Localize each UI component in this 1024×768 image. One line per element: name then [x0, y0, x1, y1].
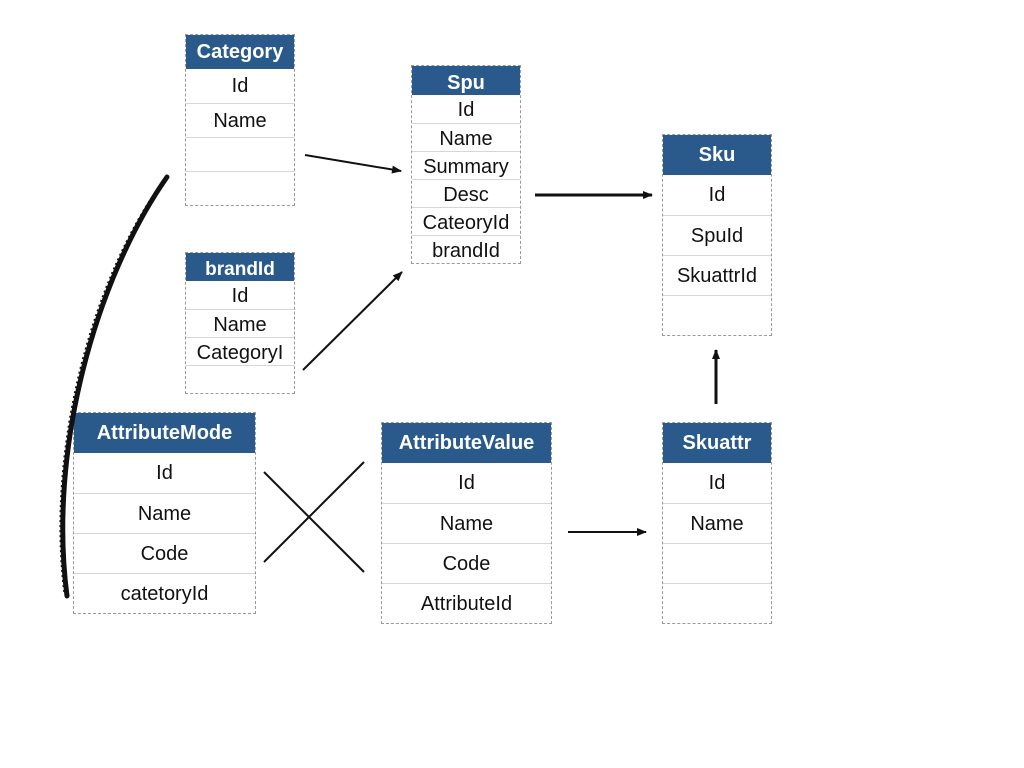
table-sku-field: SkuattrId — [663, 255, 771, 295]
table-attributemode-header: AttributeMode — [74, 413, 255, 453]
table-spu-field: CateoryId — [412, 207, 520, 235]
table-category-field — [186, 171, 294, 205]
table-category-field — [186, 137, 294, 171]
table-skuattr-field: Id — [708, 472, 726, 494]
table-sku-field: SpuId — [663, 215, 771, 255]
table-spu-field: Desc — [412, 179, 520, 207]
table-skuattr-field — [663, 543, 771, 583]
table-brandid-field: Id — [231, 285, 249, 307]
table-brandid-field — [186, 365, 294, 393]
table-spu-field: Name — [412, 123, 520, 151]
table-spu-field: brandId — [412, 235, 520, 263]
table-brandid-field: CategoryI — [186, 337, 294, 365]
table-attributevalue-field: Name — [382, 503, 551, 543]
table-sku: Sku Id SpuId SkuattrId — [662, 134, 772, 336]
table-sku-field — [663, 295, 771, 335]
table-brandid-field: Name — [186, 309, 294, 337]
table-spu-field: Id — [457, 99, 475, 121]
table-category-field: Id — [231, 75, 249, 97]
table-sku-header: Sku — [663, 135, 771, 175]
table-attributevalue-field: Code — [382, 543, 551, 583]
table-attributemode-field: Name — [74, 493, 255, 533]
table-skuattr-header: Skuattr — [663, 423, 771, 463]
table-brandid: brandId Id Name CategoryI — [185, 252, 295, 394]
table-skuattr-field: Name — [663, 503, 771, 543]
cross-line-b — [263, 461, 365, 563]
table-category: Category Id Name — [185, 34, 295, 206]
curve-attributemode-to-category — [60, 174, 170, 599]
table-attributemode: AttributeMode Id Name Code catetoryId — [73, 412, 256, 614]
table-attributemode-field: Id — [156, 462, 173, 484]
table-attributevalue-header: AttributeValue — [382, 423, 551, 463]
table-spu-header: Spu — [412, 66, 520, 95]
table-attributevalue: AttributeValue Id Name Code AttributeId — [381, 422, 552, 624]
table-category-field: Name — [186, 103, 294, 137]
arrow-category-to-spu — [304, 154, 402, 174]
table-skuattr: Skuattr Id Name — [662, 422, 772, 624]
table-skuattr-field — [663, 583, 771, 623]
table-brandid-header: brandId — [186, 253, 294, 281]
table-attributemode-field: catetoryId — [74, 573, 255, 613]
arrow-brandid-to-spu — [302, 271, 403, 371]
table-attributevalue-field: Id — [458, 472, 475, 494]
table-attributemode-field: Code — [74, 533, 255, 573]
table-spu-field: Summary — [412, 151, 520, 179]
table-category-header: Category — [186, 35, 294, 69]
cross-line-a — [263, 471, 365, 573]
table-sku-field: Id — [708, 184, 726, 206]
curve-attributemode-to-category-texture — [59, 180, 164, 593]
table-spu: Spu Id Name Summary Desc CateoryId brand… — [411, 65, 521, 264]
table-attributevalue-field: AttributeId — [382, 583, 551, 623]
